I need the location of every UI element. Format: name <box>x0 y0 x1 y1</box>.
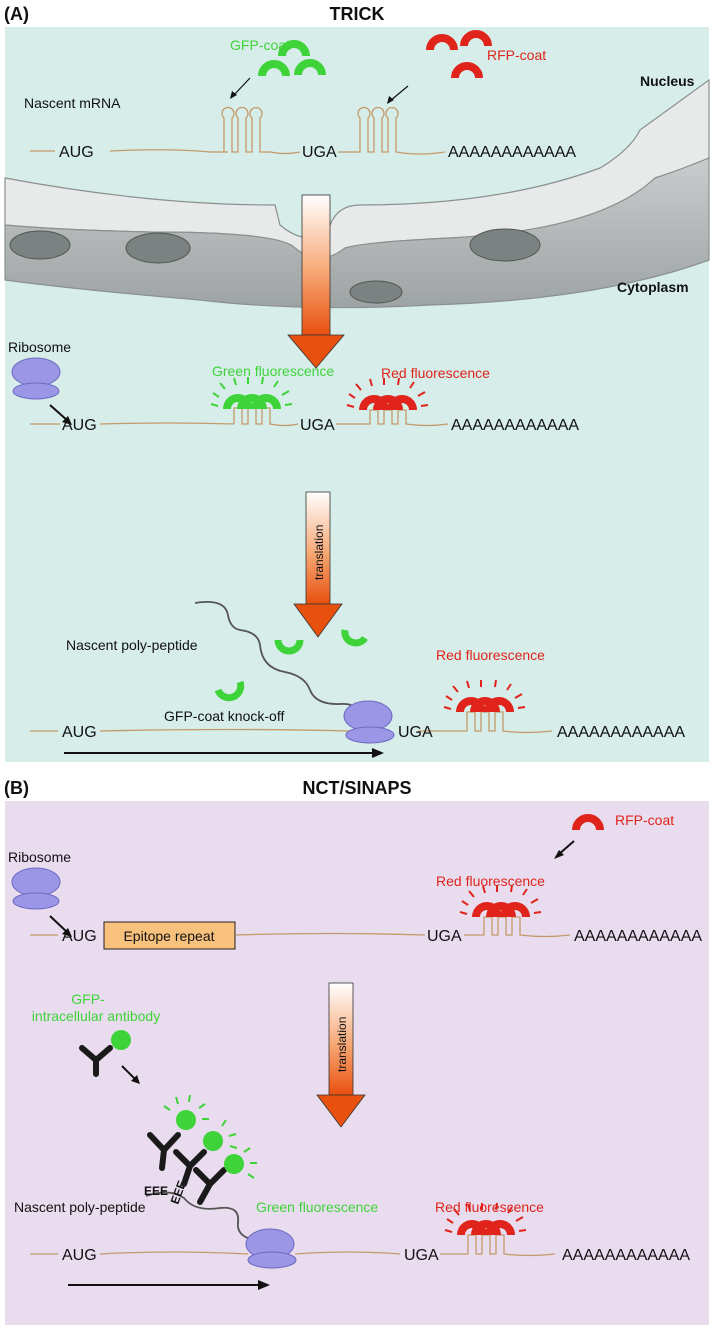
green-coat-bound <box>223 394 281 410</box>
red-glow <box>346 377 429 408</box>
gfp-coat-free <box>214 629 368 702</box>
bound-antibodies <box>147 1132 227 1205</box>
ribosome-translating-b <box>245 1228 297 1269</box>
panel-a-title: TRICK <box>330 4 385 24</box>
green-glow-b <box>163 1094 257 1179</box>
panel-b-background <box>5 801 709 1325</box>
gfp-dot <box>203 1131 223 1151</box>
ribosome-label-b: Ribosome <box>8 849 71 865</box>
mrna-b-translating <box>30 1234 556 1257</box>
ribosome-label: Ribosome <box>8 339 71 355</box>
uga-codon: UGA <box>302 144 337 161</box>
gfp-knockoff-label: GFP-coat knock-off <box>164 708 284 724</box>
panel-a-letter: (A) <box>4 4 29 24</box>
epitope-repeat-box <box>103 921 236 950</box>
uga-codon-b: UGA <box>427 928 462 945</box>
cytoplasm-label: Cytoplasm <box>617 279 689 295</box>
direction-arrow-b <box>68 1280 270 1290</box>
red-glow-2 <box>443 679 526 710</box>
red-coat-bound-b <box>472 902 530 918</box>
nascent-polypeptide-b <box>145 1191 255 1241</box>
red-fluorescence-label-2: Red fluorescence <box>436 647 545 663</box>
poly-a-tail-b2: AAAAAAAAAAAA <box>562 1247 690 1264</box>
uga-codon-2: UGA <box>300 417 335 434</box>
binding-arrow <box>389 85 409 102</box>
gfp-antibody-label-line1: GFP- <box>71 991 105 1007</box>
ribosome <box>11 357 61 400</box>
green-fluorescence-label: Green fluorescence <box>212 363 334 379</box>
gfp-antibody-label-line2: intracellular antibody <box>32 1008 160 1024</box>
red-fluorescence-label-b2: Red fluorescence <box>435 1199 544 1215</box>
poly-a-tail-3: AAAAAAAAAAAA <box>557 724 685 741</box>
nuclear-pore <box>469 228 541 262</box>
gfp-coat-label: GFP-coat <box>230 37 290 53</box>
nascent-polypeptide <box>194 600 361 711</box>
mrna-translating <box>30 711 553 734</box>
green-glow <box>210 376 293 407</box>
gfp-dot <box>176 1110 196 1130</box>
panel-a-background <box>5 27 709 762</box>
poly-a-tail-2: AAAAAAAAAAAA <box>451 417 579 434</box>
rfp-coat-free <box>572 814 604 831</box>
translation-arrow <box>293 491 343 638</box>
mrna-cytoplasm <box>30 407 449 427</box>
red-coat-bound-2 <box>456 697 514 713</box>
red-fluorescence-label-b: Red fluorescence <box>436 873 545 889</box>
antibody-arrow <box>121 1065 137 1081</box>
mrna-nucleus <box>30 106 446 155</box>
epitope-letters-1: EEE <box>144 1184 168 1198</box>
mrna-b <box>30 916 571 938</box>
nascent-polypeptide-label: Nascent poly-peptide <box>66 637 198 653</box>
gfp-coat-proteins <box>258 40 326 77</box>
rfp-coat-label-b: RFP-coat <box>615 812 674 828</box>
nuclear-pore <box>9 230 71 260</box>
ribosome-arrow <box>49 404 69 422</box>
panel-b-letter: (B) <box>4 778 29 798</box>
aug-codon-3: AUG <box>62 724 97 741</box>
rfp-coat-proteins <box>426 30 492 79</box>
translation-label: translation <box>312 525 326 580</box>
red-glow-b <box>459 884 542 915</box>
poly-a-tail: AAAAAAAAAAAA <box>448 144 576 161</box>
red-coat-bound <box>359 395 417 411</box>
nascent-mrna-label: Nascent mRNA <box>24 95 121 111</box>
nuclear-envelope <box>4 78 710 309</box>
nascent-polypeptide-label-b: Nascent poly-peptide <box>14 1199 146 1215</box>
poly-a-tail-b: AAAAAAAAAAAA <box>574 928 702 945</box>
export-arrow <box>287 194 345 369</box>
gfp-dot <box>224 1154 244 1174</box>
nuclear-pore <box>349 280 403 304</box>
translation-arrow-b <box>316 982 366 1128</box>
nuclear-pore <box>125 232 191 264</box>
aug-codon: AUG <box>59 144 94 161</box>
red-glow-b2 <box>444 1202 527 1233</box>
binding-arrow <box>232 77 251 97</box>
aug-codon-b2: AUG <box>62 1247 97 1264</box>
red-coat-bound-b2 <box>457 1220 515 1236</box>
ribosome-b <box>11 867 61 910</box>
uga-codon-3: UGA <box>398 724 433 741</box>
uga-codon-b2: UGA <box>404 1247 439 1264</box>
aug-codon-2: AUG <box>62 417 97 434</box>
epitope-repeat-label: Epitope repeat <box>123 928 214 944</box>
ribosome-arrow-b <box>49 915 69 934</box>
rfp-coat-label: RFP-coat <box>487 47 546 63</box>
red-fluorescence-label: Red fluorescence <box>381 365 490 381</box>
aug-codon-b: AUG <box>62 928 97 945</box>
nucleus-label: Nucleus <box>640 73 695 89</box>
ribosome-translating <box>343 700 395 744</box>
free-antibody <box>79 1030 131 1077</box>
direction-arrow <box>64 748 384 758</box>
panel-b-title: NCT/SINAPS <box>302 778 411 798</box>
translation-label-b: translation <box>335 1017 349 1072</box>
green-fluorescence-label-b: Green fluorescence <box>256 1199 378 1215</box>
